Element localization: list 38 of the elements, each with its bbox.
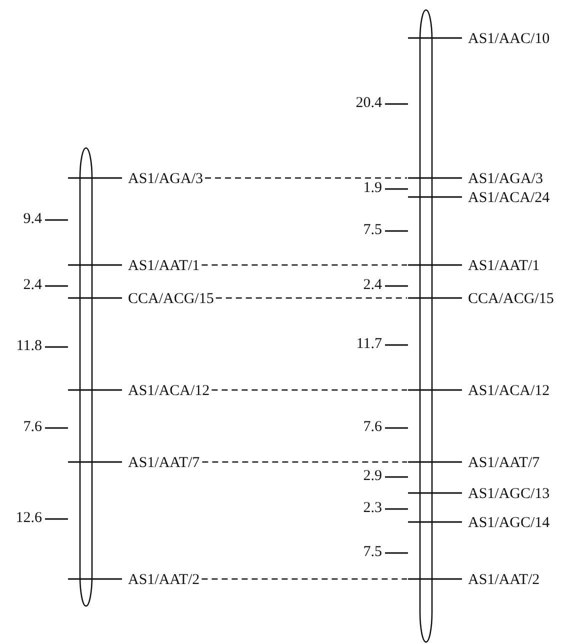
connector-line [202, 264, 407, 266]
connector-line [216, 297, 407, 299]
distance-label: 2.4 [23, 276, 42, 294]
distance-label: 12.6 [16, 509, 42, 527]
chromosome-bar [419, 9, 433, 643]
connector-line [205, 177, 407, 179]
distance-label: 2.3 [363, 499, 382, 517]
distance-label: 11.8 [16, 337, 42, 355]
marker-label: AS1/AGC/14 [408, 515, 550, 531]
marker-label: AS1/AAT/7 [68, 455, 200, 471]
marker-label: AS1/AAC/10 [408, 31, 550, 47]
distance-label: 1.9 [363, 179, 382, 197]
chromosome-bar [79, 147, 93, 607]
marker-label: AS1/AAT/7 [408, 455, 540, 471]
distance-label: 7.6 [363, 418, 382, 436]
distance-label: 11.7 [356, 335, 382, 353]
marker-label: AS1/ACA/12 [68, 383, 210, 399]
marker-label: AS1/AGA/3 [68, 171, 204, 187]
marker-label: AS1/AAT/1 [68, 258, 200, 274]
distance-label: 2.9 [363, 467, 382, 485]
marker-label: CCA/ACG/15 [408, 291, 554, 307]
distance-label: 2.4 [363, 276, 382, 294]
distance-label: 7.5 [363, 221, 382, 239]
marker-label: AS1/AGA/3 [408, 171, 544, 187]
connector-line [212, 389, 407, 391]
distance-label: 7.6 [23, 418, 42, 436]
connector-line [202, 461, 407, 463]
marker-label: AS1/ACA/24 [408, 190, 550, 206]
marker-label: AS1/AAT/2 [68, 572, 200, 588]
marker-label: AS1/AAT/1 [408, 258, 540, 274]
marker-label: CCA/ACG/15 [68, 291, 214, 307]
distance-label: 9.4 [23, 210, 42, 228]
marker-label: AS1/ACA/12 [408, 383, 550, 399]
distance-label: 7.5 [363, 543, 382, 561]
connector-line [202, 578, 407, 580]
distance-label: 20.4 [356, 94, 382, 112]
marker-label: AS1/AAT/2 [408, 572, 540, 588]
marker-label: AS1/AGC/13 [408, 486, 550, 502]
